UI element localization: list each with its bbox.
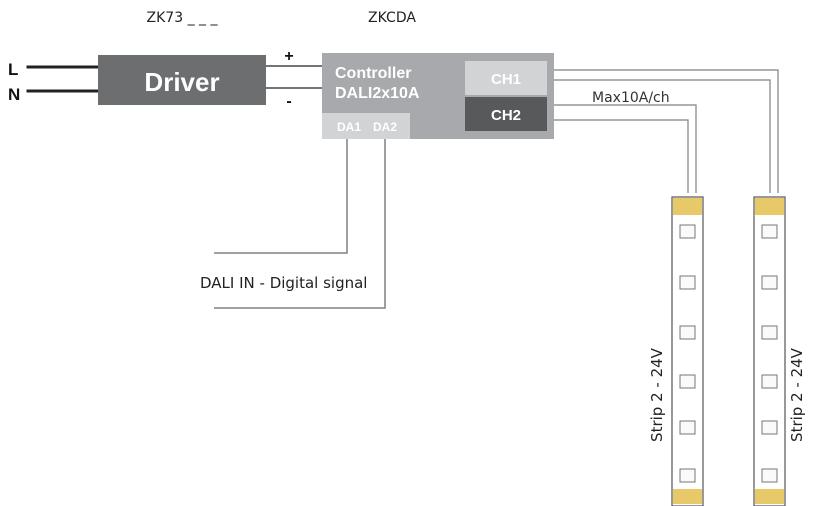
- plus-label: +: [284, 48, 293, 65]
- strip-connector: [673, 198, 702, 215]
- da1-label: DA1: [337, 120, 361, 134]
- minus-label: -: [286, 93, 291, 110]
- led-chip: [679, 325, 696, 340]
- controller-label-line2: DALI2x10A: [335, 85, 420, 102]
- controller-label-line1: Controller: [335, 65, 411, 82]
- led-chip: [679, 374, 696, 389]
- ch2-terminal: [465, 97, 547, 131]
- ch1-wires: [554, 69, 779, 193]
- driver-box: Driver: [98, 55, 266, 105]
- strip-left-label: Strip 2 - 24V: [648, 347, 666, 442]
- line-label: L: [8, 60, 18, 79]
- led-chip: [761, 374, 778, 389]
- driver-label: Driver: [144, 67, 219, 97]
- ch2-label: CH2: [491, 107, 521, 124]
- mains-wires: [26, 65, 100, 93]
- neutral-label: N: [8, 85, 20, 104]
- led-chip: [761, 468, 778, 483]
- dali-input-wires: [214, 139, 386, 309]
- strip-connector: [755, 489, 784, 504]
- driver-code-label: ZK73 _ _ _: [147, 10, 219, 26]
- controller-box: Controller DALI2x10A DA1 DA2 CH1 CH2: [322, 53, 554, 139]
- led-strip-left: [671, 196, 704, 506]
- led-chip: [679, 275, 696, 290]
- strip-connector: [755, 198, 784, 215]
- controller-code-label: ZKCDA: [368, 10, 416, 26]
- led-chip: [761, 224, 778, 239]
- ch1-label: CH1: [491, 71, 521, 88]
- ch2-wires: [554, 104, 697, 193]
- dali-in-label: DALI IN - Digital signal: [200, 274, 367, 292]
- led-chip: [679, 420, 696, 435]
- led-chip: [761, 275, 778, 290]
- led-chip: [761, 420, 778, 435]
- max-current-label: Max10A/ch: [592, 90, 670, 106]
- ch1-terminal: [465, 61, 547, 95]
- led-strip-right: [753, 196, 786, 506]
- da-terminal-block: [322, 113, 410, 139]
- led-chip: [679, 468, 696, 483]
- strip-right-label: Strip 2 - 24V: [788, 347, 806, 442]
- strip-connector: [673, 489, 702, 504]
- led-chip: [679, 224, 696, 239]
- led-chip: [761, 325, 778, 340]
- dc-output-wires: [266, 65, 322, 89]
- da2-label: DA2: [373, 120, 397, 134]
